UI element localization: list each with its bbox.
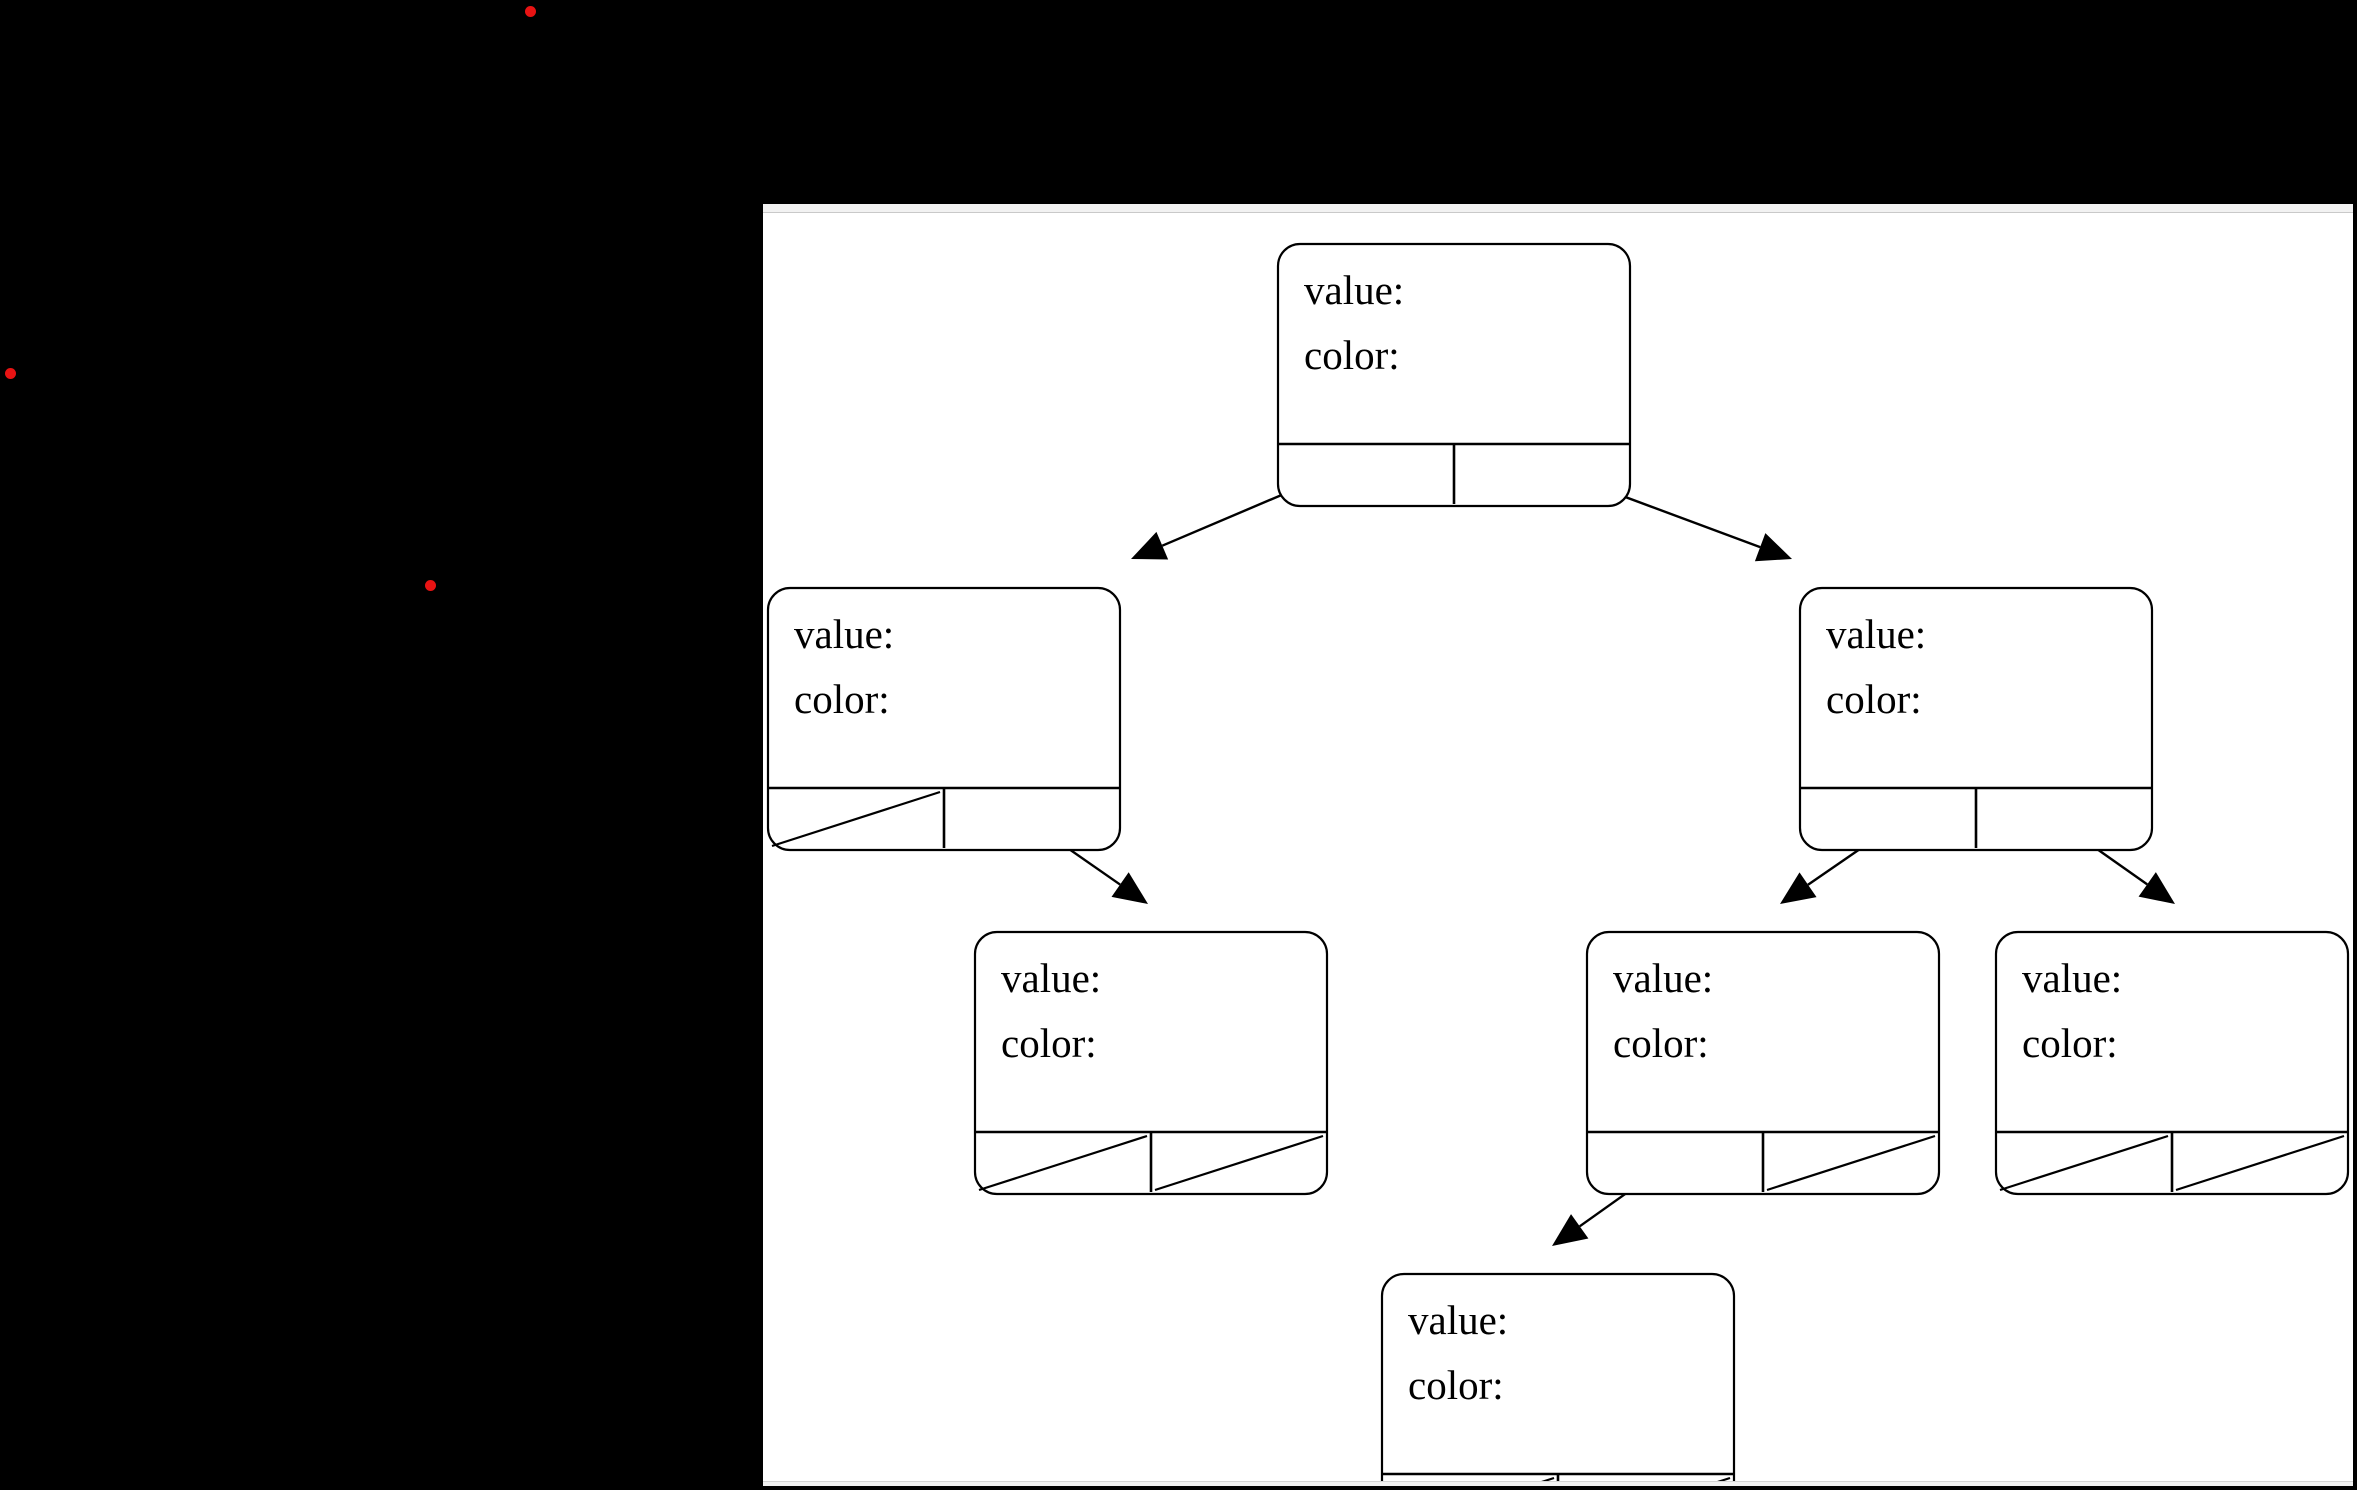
node-color-label: color: [1408, 1362, 1504, 1408]
tree-node-right-right-grandchild[interactable]: value: color: [1994, 930, 2350, 1196]
node-color-label: color: [1826, 676, 1922, 722]
null-pointer-slash-right [2175, 1134, 2345, 1192]
node-outline [1276, 242, 1632, 508]
node-outline [1585, 930, 1941, 1196]
node-value-label: value: [1408, 1297, 1508, 1343]
node-outline [766, 586, 1122, 852]
node-value-label: value: [1001, 955, 1101, 1001]
node-value-label: value: [1613, 955, 1713, 1001]
canvas-top-bar [763, 204, 2353, 213]
tree-node-deep-descendant[interactable]: value: color: [1380, 1272, 1736, 1486]
marker-dot-left [5, 368, 16, 379]
tree-diagram-svg: value:color:value:color:value:color:valu… [766, 242, 2350, 1486]
tree-node-right-child[interactable]: value: color: [1798, 586, 2154, 852]
node-color-label: color: [1613, 1020, 1709, 1066]
node-value-label: value: [1826, 611, 1926, 657]
edge-arrowhead [2138, 872, 2175, 904]
diagram-canvas[interactable]: value:color:value:color:value:color:valu… [763, 204, 2353, 1486]
node-outline [973, 930, 1329, 1196]
node-outline [1798, 586, 2154, 852]
edge-arrowhead [1111, 872, 1148, 904]
edge-arrowhead [1754, 533, 1792, 562]
tree-node-right-left-grandchild[interactable]: value: color: [1585, 930, 1941, 1196]
tree-node-root[interactable]: value: color: [1276, 242, 1632, 508]
marker-dot-top [525, 6, 536, 17]
null-pointer-slash-right [1766, 1134, 1936, 1192]
marker-dot-middle [425, 580, 436, 591]
canvas-bottom-bar [763, 1481, 2353, 1486]
node-color-label: color: [1001, 1020, 1097, 1066]
null-pointer-slash-left [978, 1134, 1148, 1192]
node-color-label: color: [2022, 1020, 2118, 1066]
node-outline [1994, 930, 2350, 1196]
null-pointer-slash-left [1999, 1134, 2169, 1192]
edge-arrowhead [1780, 872, 1817, 904]
node-outline [1380, 1272, 1736, 1486]
tree-node-left-right-grandchild[interactable]: value: color: [973, 930, 1329, 1196]
node-value-label: value: [1304, 267, 1404, 313]
edge-arrowhead [1552, 1214, 1589, 1246]
node-color-label: color: [1304, 332, 1400, 378]
node-value-label: value: [794, 611, 894, 657]
node-color-label: color: [794, 676, 890, 722]
tree-node-left-child[interactable]: value: color: [766, 586, 1122, 852]
null-pointer-slash-right [1154, 1134, 1324, 1192]
null-pointer-slash-left [771, 790, 941, 848]
edge-arrowhead [1131, 531, 1169, 560]
node-value-label: value: [2022, 955, 2122, 1001]
